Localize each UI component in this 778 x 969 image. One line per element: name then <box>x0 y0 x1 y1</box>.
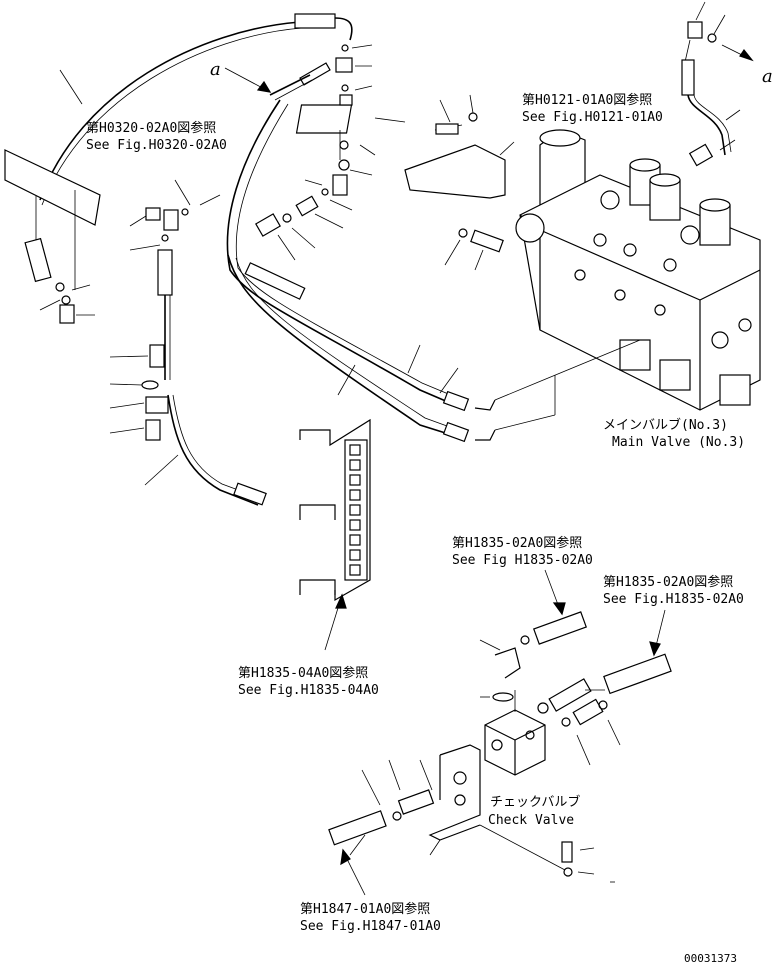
ref-h1847-en: See Fig.H1847-01A0 <box>300 919 441 934</box>
check-valve-label-jp: チェックバルブ <box>490 794 580 810</box>
ref-h0320-en: See Fig.H0320-02A0 <box>86 138 227 153</box>
check-valve-assembly <box>479 611 672 776</box>
arrow-head-icon <box>649 641 661 657</box>
ref-h1847-jp: 第H1847-01A0図参照 <box>300 901 430 917</box>
ref-h1835-04-jp: 第H1835-04A0図参照 <box>238 665 368 681</box>
ref-h1835-02-right-jp: 第H1835-02A0図参照 <box>603 574 733 590</box>
drawing-number: 00031373 <box>684 952 737 965</box>
upper-block-assembly <box>269 44 406 176</box>
main-valve <box>494 129 761 431</box>
manifold-bracket <box>299 418 371 651</box>
main-valve-label-jp: メインバルブ(No.3) <box>603 417 728 433</box>
ref-h0121-jp: 第H0121-01A0図参照 <box>522 92 652 108</box>
left-vertical-hose <box>109 179 267 506</box>
ref-h0121-en: See Fig.H0121-01A0 <box>522 110 663 125</box>
main-valve-label-en: Main Valve (No.3) <box>612 435 745 450</box>
upper-bracket <box>404 94 515 271</box>
left-pipe <box>4 149 101 324</box>
main-hoses <box>226 99 496 443</box>
check-valve-label-en: Check Valve <box>488 813 574 828</box>
arrow-head-icon <box>552 602 566 616</box>
mid-fittings <box>255 174 353 261</box>
lower-bracket-assembly <box>328 744 615 883</box>
marker-a-right: a <box>762 66 773 87</box>
ref-h0320-jp: 第H0320-02A0図参照 <box>86 120 216 136</box>
ref-h1835-02-top-en: See Fig H1835-02A0 <box>452 553 593 568</box>
upper-hose-loop <box>39 13 353 206</box>
ref-h1835-02-top-jp: 第H1835-02A0図参照 <box>452 535 582 551</box>
ref-h1835-04-en: See Fig.H1835-04A0 <box>238 683 379 698</box>
arrow-head-icon <box>256 80 272 93</box>
marker-a-left: a <box>210 59 221 80</box>
upper-right-hose <box>681 1 754 167</box>
arrow-head-icon <box>340 848 351 866</box>
fitting-column <box>349 444 361 576</box>
arrow-head-icon <box>739 48 754 62</box>
ref-h1835-02-right-en: See Fig.H1835-02A0 <box>603 592 744 607</box>
